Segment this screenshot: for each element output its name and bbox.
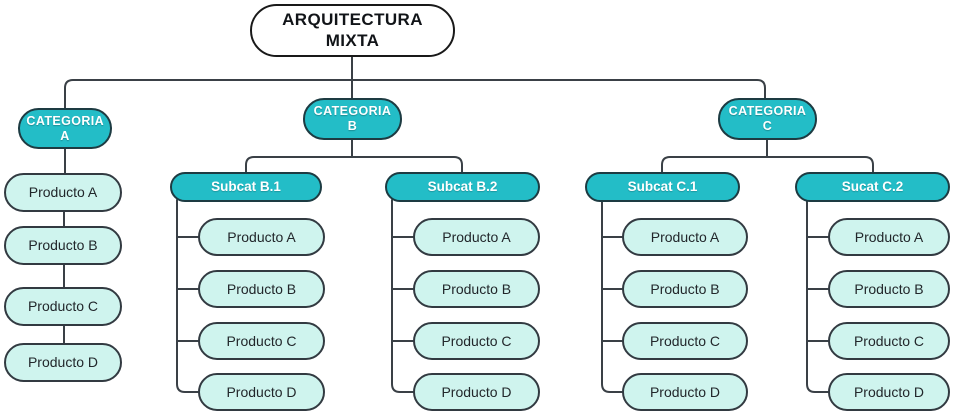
subcat-b1-node: Subcat B.1 (170, 172, 322, 202)
connector-catB-spread (245, 156, 463, 173)
product-node: Producto D (4, 343, 122, 382)
product-node: Producto A (622, 218, 748, 256)
product-node: Producto D (413, 373, 540, 411)
category-c-node: CATEGORIA C (718, 98, 817, 140)
product-node: Producto C (198, 322, 325, 360)
product-node: Producto B (4, 226, 122, 265)
category-a-node: CATEGORIA A (18, 108, 112, 149)
product-node: Producto B (413, 270, 540, 308)
connector-catC-spread (661, 156, 874, 173)
product-node: Producto B (828, 270, 950, 308)
product-node: Producto C (828, 322, 950, 360)
product-node: Producto B (198, 270, 325, 308)
subcat-c1-node: Subcat C.1 (585, 172, 740, 202)
product-node: Producto A (198, 218, 325, 256)
product-node: Producto C (622, 322, 748, 360)
product-node: Producto A (413, 218, 540, 256)
subcat-c2-node: Sucat C.2 (795, 172, 950, 202)
category-b-node: CATEGORIA B (303, 98, 402, 140)
connector-root-spread (64, 79, 766, 109)
product-node: Producto B (622, 270, 748, 308)
product-node: Producto D (828, 373, 950, 411)
connector-subC2-tree (806, 199, 829, 393)
subcat-b2-node: Subcat B.2 (385, 172, 540, 202)
connector-catA-chain (63, 148, 66, 344)
product-node: Producto C (413, 322, 540, 360)
connector-subB1-tree (176, 199, 199, 393)
product-node: Producto A (828, 218, 950, 256)
root-node: ARQUITECTURA MIXTA (250, 4, 455, 57)
product-node: Producto C (4, 287, 122, 326)
product-node: Producto A (4, 173, 122, 212)
connector-subC1-tree (601, 199, 623, 393)
product-node: Producto D (198, 373, 325, 411)
connector-subB2-tree (391, 199, 414, 393)
product-node: Producto D (622, 373, 748, 411)
